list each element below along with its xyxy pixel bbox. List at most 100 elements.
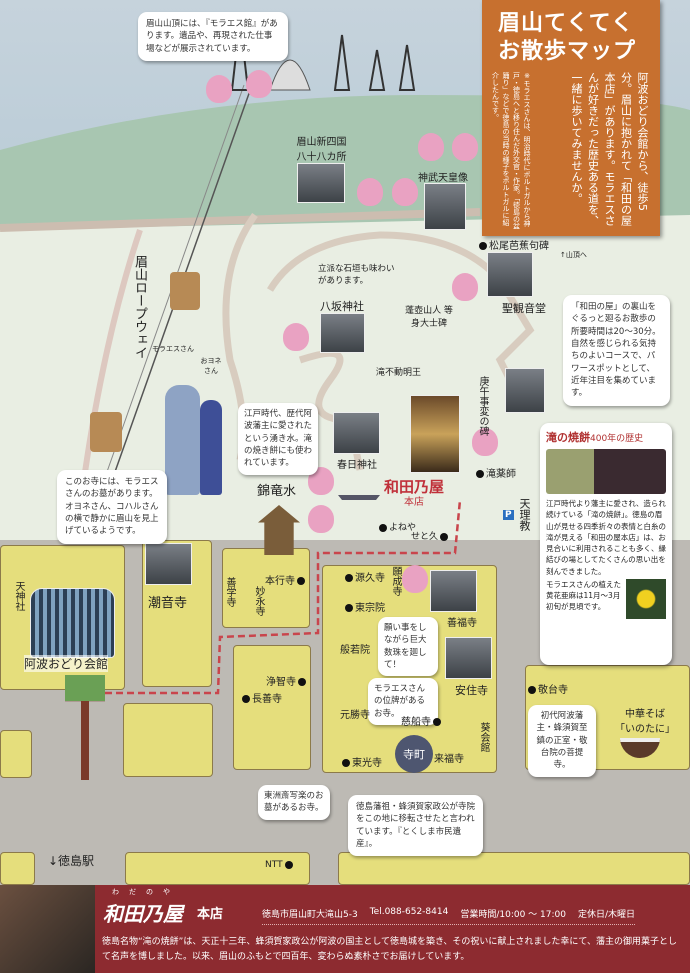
label-gensho: 元勝寺	[340, 710, 370, 721]
label-choonji: 潮音寺	[148, 596, 188, 611]
label-myoei: 妙永寺	[253, 586, 264, 616]
yakimochi-making-photo	[0, 885, 95, 973]
shop-info-banner: わだのや 和田乃屋 本店 徳島市眉山町大滝山5-3 Tel.088-652-84…	[0, 885, 690, 973]
bubble-sharaku: 東洲斎写楽のお墓があるお寺。	[258, 785, 330, 820]
label-hongyo: 本行寺	[265, 576, 295, 587]
photo-anju	[445, 637, 492, 679]
label-yakushi: 滝薬師	[486, 469, 516, 480]
cherry-tree	[357, 178, 383, 206]
cherry-tree	[452, 273, 478, 301]
footer-address: 徳島市眉山町大滝山5-3	[262, 910, 358, 920]
bubble-wish-beads: 願い事をしながら巨大数珠を廻して！	[378, 617, 438, 677]
bubble-ihai: モラエスさんの位牌があるお寺。	[368, 678, 438, 725]
awa-odori-kaikan-building	[30, 588, 115, 658]
label-kinryusui: 錦竜水	[257, 484, 297, 499]
photo-shikoku	[297, 163, 345, 203]
cherry-tree	[418, 133, 444, 161]
footer-closed: 定休日/木曜日	[577, 910, 636, 920]
block-west	[0, 730, 32, 778]
photo-kogo	[505, 368, 545, 413]
footer-hours: 営業時間/10:00 ～ 17:00	[460, 910, 566, 920]
ropeway-gondola-icon	[90, 412, 122, 452]
label-houko: 蓬壺山人 等身大士碑	[405, 306, 453, 329]
card-subtitle: 400年の歴史	[590, 434, 644, 444]
footer-tel[interactable]: Tel.088-652-8414	[369, 907, 449, 917]
label-oyone: おヨネさん	[200, 357, 222, 375]
label-jimmu: 神武天皇像	[418, 173, 468, 184]
bubble-moraes-museum: 眉山山頂には、『モラエス館』があります。遺品や、再現された仕事場などが展示されて…	[138, 12, 288, 61]
oyone-illustration	[200, 400, 222, 495]
dot-marker	[297, 577, 305, 585]
dot-marker	[342, 759, 350, 767]
moraes-illustration	[165, 385, 200, 495]
label-genkyu: 源久寺	[355, 573, 385, 584]
parking-icon: P	[503, 510, 514, 520]
dot-marker	[242, 695, 250, 703]
photo-choonji	[145, 543, 192, 585]
dot-marker	[528, 686, 536, 694]
label-aoi: 葵会館	[478, 722, 489, 752]
dot-marker	[479, 242, 487, 250]
label-anju: 安住寺	[455, 684, 488, 697]
dot-marker	[345, 574, 353, 582]
cherry-tree	[206, 75, 232, 103]
label-setoku: せと久	[411, 532, 439, 542]
label-toko: 東光寺	[352, 758, 382, 769]
label-fudo: 滝不動明王	[376, 368, 422, 378]
intro-note: ※モラエスさんは、明治時代にポルトガルから神戸・徳島へと移り住んだ外交官・作家。…	[491, 72, 532, 230]
block-bottom-2	[125, 852, 310, 885]
label-hannya: 般若院	[340, 645, 370, 656]
card-flower-note: モラエスさんの植えた黄花亜麻は11月～3月初旬が見頃です。	[546, 579, 621, 612]
label-tokushima-station: ↓徳島駅	[48, 854, 95, 868]
yellow-flower-photo	[626, 578, 666, 619]
cherry-tree	[402, 565, 428, 593]
photo-kasuga	[333, 412, 380, 454]
map-title: 眉山てくてくお散歩マップ	[498, 11, 637, 64]
bubble-kinryusui: 江戸時代、歴代阿波藩主に愛されたという湧き水。滝の焼き餅にも使われています。	[238, 403, 318, 475]
label-kogo: 庚午事変の碑	[477, 376, 488, 436]
shop-building-illustration	[410, 395, 460, 473]
photo-kannon	[487, 252, 533, 297]
label-zempuku: 善福寺	[447, 618, 477, 629]
block-south	[123, 703, 213, 777]
shop-logo: 和田乃屋	[384, 478, 445, 496]
label-ramen-inotani: 中華そば 「いのたに」	[615, 709, 675, 735]
bubble-keidaiji: 初代阿波藩主・蜂須賀至鎮の正室・敬台院の菩提寺。	[528, 705, 596, 777]
label-to-summit: ↑山頂へ	[560, 251, 587, 259]
cherry-tree	[452, 133, 478, 161]
label-zengaku: 善学寺	[224, 577, 235, 607]
ropeway-gondola-icon	[170, 272, 200, 310]
cherry-tree	[246, 70, 272, 98]
cherry-tree	[392, 178, 418, 206]
intro-text: 阿波おどり会館から、徒歩5分。眉山に抱かれて「和田の屋本店」があります。モラエス…	[570, 72, 649, 226]
cherry-tree	[472, 428, 498, 456]
photo-jimmu	[424, 183, 466, 230]
label-shop-honten: 本店	[404, 497, 424, 508]
label-ganjo: 願成寺	[390, 566, 401, 596]
stone-wall-note: 立派な石垣も味わいがあります。	[318, 264, 395, 286]
dot-marker	[433, 718, 441, 726]
dot-marker	[440, 532, 449, 541]
block-bottom-1	[0, 852, 35, 885]
footer-logo: 和田乃屋	[103, 902, 183, 926]
label-awa-odori-kaikan: 阿波おどり会館	[24, 655, 109, 672]
label-yoneya: よねや	[389, 523, 417, 533]
yakimochi-history-card: 滝の焼餅400年の歴史 江戸時代より藩主に愛され、造られ続けている「滝の焼餅」。…	[540, 423, 672, 665]
bubble-moraes-grave: このお寺には、モラエスさんのお墓があります。オヨネさん、コハルさんの横で静かに眉…	[57, 470, 167, 544]
label-chozen: 長善寺	[252, 694, 282, 705]
dot-marker	[284, 860, 293, 869]
label-tenri: 天理教	[518, 498, 531, 531]
ramen-bowl-icon	[620, 738, 660, 758]
label-toso: 東宗院	[355, 603, 385, 614]
label-kannon: 聖観音堂	[502, 302, 546, 315]
yakimochi-photo	[546, 449, 666, 494]
label-ropeway: 眉山ロープウェイ	[132, 255, 147, 359]
torii-gate-icon	[338, 495, 380, 537]
cherry-tree	[283, 323, 309, 351]
bubble-walk-time: 「和田の屋」の裏山をぐるっと廻るお散歩の所要時間は20～30分。自然を感じられる…	[563, 295, 670, 406]
block-jochi	[233, 645, 311, 770]
teramachi-badge: 寺町	[395, 735, 433, 773]
label-moraes: モラエスさん	[152, 345, 194, 353]
dot-marker	[298, 678, 306, 686]
label-jochi: 浄智寺	[266, 677, 296, 688]
